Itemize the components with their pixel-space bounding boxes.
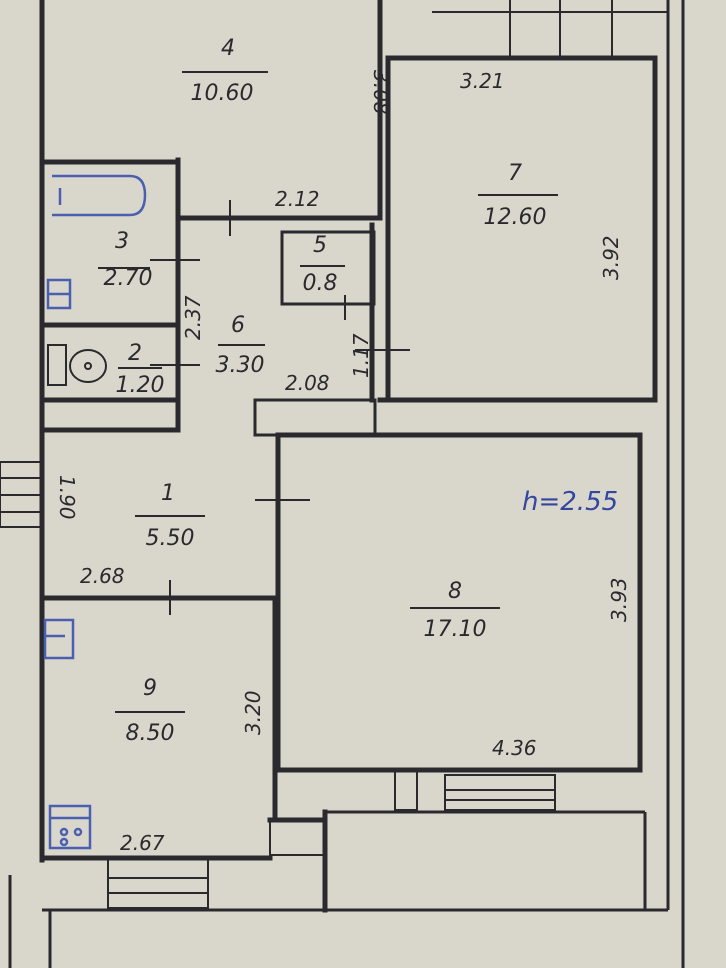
dim-2-08: 2.08 — [285, 371, 330, 395]
room-area: 12.60 — [484, 205, 547, 230]
room-label-1: 1 5.50 — [135, 481, 205, 551]
stove-icon — [48, 804, 92, 850]
room-label-9: 9 8.50 — [115, 676, 185, 746]
bathtub-icon — [52, 174, 147, 217]
dimensions: 3.08 3.21 3.92 2.12 2.37 1.17 2.08 1.90 … — [55, 69, 631, 855]
room-area: 2.70 — [104, 266, 153, 291]
dim-4-36: 4.36 — [492, 736, 537, 760]
room-area: 3.30 — [216, 353, 265, 378]
walls — [8, 0, 685, 968]
dim-3-21: 3.21 — [460, 69, 505, 93]
room-number: 3 — [115, 229, 129, 254]
room-area: 10.60 — [191, 81, 254, 106]
room-label-3: 3 2.70 — [98, 229, 152, 291]
kitchen-sink-icon — [43, 618, 75, 660]
room-area: 8.50 — [126, 721, 175, 746]
dim-2-67: 2.67 — [120, 831, 165, 855]
room-label-4: 4 10.60 — [182, 36, 268, 106]
room-area: 0.8 — [303, 271, 338, 296]
room-number: 7 — [508, 161, 522, 186]
dim-3-08: 3.08 — [369, 70, 393, 115]
room-area: 17.10 — [424, 617, 487, 642]
room-label-8: 8 17.10 — [410, 579, 500, 642]
room-number: 5 — [313, 233, 327, 258]
room-label-6: 6 3.30 — [216, 313, 265, 378]
room-number: 8 — [448, 579, 462, 604]
dim-3-93: 3.93 — [607, 577, 631, 622]
dim-3-92: 3.92 — [599, 235, 623, 280]
room-area: 1.20 — [116, 373, 165, 398]
sink-icon — [46, 278, 72, 310]
dim-1-17: 1.17 — [349, 333, 373, 378]
room-number: 2 — [128, 341, 142, 366]
room-area: 5.50 — [146, 526, 195, 551]
room-label-2: 2 1.20 — [116, 341, 165, 398]
ceiling-height-note: h=2.55 — [522, 487, 618, 517]
dim-2-12: 2.12 — [275, 187, 320, 211]
room-number: 1 — [161, 481, 175, 506]
room-number: 4 — [221, 36, 235, 61]
toilet-icon — [47, 344, 107, 386]
windows — [0, 461, 556, 909]
dim-3-20: 3.20 — [241, 690, 265, 735]
door-marks — [150, 200, 410, 615]
dim-1-90: 1.90 — [55, 475, 79, 520]
room-number: 6 — [231, 313, 245, 338]
room-label-5: 5 0.8 — [300, 233, 345, 296]
dim-2-68: 2.68 — [80, 564, 125, 588]
room-label-7: 7 12.60 — [478, 161, 558, 230]
dim-2-37: 2.37 — [181, 295, 205, 340]
room-number: 9 — [143, 676, 157, 701]
